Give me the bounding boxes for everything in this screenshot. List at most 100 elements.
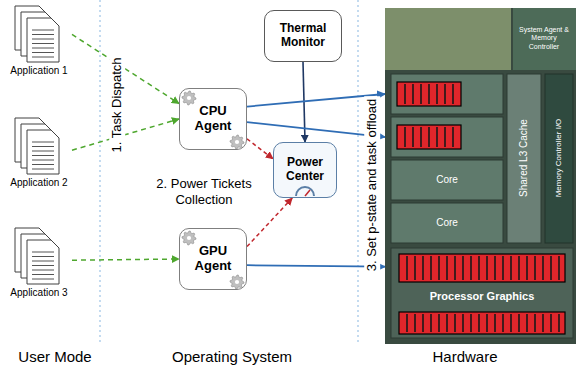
unit-divider <box>502 314 504 332</box>
node-text: GPU Agent <box>185 244 241 274</box>
step-label: 2. Power Tickets Collection <box>140 176 268 207</box>
document-line <box>32 270 54 271</box>
unit-divider <box>526 314 528 332</box>
unit-divider <box>518 256 520 280</box>
document-line <box>32 279 54 280</box>
gear-icon <box>182 231 196 245</box>
column-label: Hardware <box>430 348 499 366</box>
document-line <box>32 151 54 152</box>
document-line <box>32 155 54 156</box>
unit-divider <box>558 256 560 280</box>
node-title: Thermal Monitor <box>270 22 336 50</box>
document-line <box>32 57 54 58</box>
unit-divider <box>430 314 432 332</box>
unit-divider <box>526 256 528 280</box>
unit-divider <box>470 314 472 332</box>
application-label: Application 3 <box>6 287 72 299</box>
unit-divider <box>486 314 488 332</box>
unit-divider <box>494 314 496 332</box>
unit-divider <box>422 256 424 280</box>
unit-divider <box>550 256 552 280</box>
unit-divider <box>414 256 416 280</box>
die-region <box>391 160 503 200</box>
active-unit <box>399 312 565 334</box>
unit-divider <box>428 84 430 104</box>
document-line <box>32 48 54 49</box>
unit-divider <box>518 314 520 332</box>
unit-divider <box>550 314 552 332</box>
die-region <box>507 74 541 243</box>
document-line <box>32 142 54 143</box>
unit-divider <box>406 314 408 332</box>
unit-divider <box>422 314 424 332</box>
die-region-label: Memory Controller I/O <box>554 119 564 198</box>
connector <box>72 34 179 103</box>
die-region <box>391 74 503 114</box>
die-region <box>391 117 503 157</box>
step-label: 3. Set p-state and task offload <box>364 97 380 274</box>
active-unit <box>399 254 565 282</box>
gear-hub <box>235 140 239 144</box>
step-label: 1. Task Dispatch <box>109 55 125 154</box>
unit-divider <box>534 256 536 280</box>
column-separator <box>99 0 100 342</box>
document-line <box>32 256 54 257</box>
node-text: Thermal Monitor <box>270 22 336 50</box>
unit-divider <box>478 256 480 280</box>
connector <box>72 119 179 150</box>
unit-divider <box>470 256 472 280</box>
unit-divider <box>412 127 414 147</box>
gear-icon <box>230 135 244 149</box>
node-text: CPU Agent <box>185 104 241 134</box>
node-title: CPU Agent <box>185 104 241 134</box>
unit-divider <box>404 127 406 147</box>
agent-box: CPU Agent <box>179 88 247 150</box>
gear-hub <box>187 96 191 100</box>
column-label: Operating System <box>170 348 294 366</box>
unit-divider <box>462 314 464 332</box>
monitor-box: Thermal Monitor <box>264 10 342 62</box>
unit-divider <box>436 84 438 104</box>
die-region-label: Core <box>436 174 458 186</box>
column-label: User Mode <box>16 348 93 366</box>
unit-divider <box>452 84 454 104</box>
unit-divider <box>420 127 422 147</box>
active-unit <box>397 82 461 106</box>
document-line <box>32 39 54 40</box>
gear-hub <box>187 236 191 240</box>
application-icon: Application 1 <box>6 4 72 80</box>
document-line <box>32 146 54 147</box>
die-region <box>391 248 573 338</box>
document-page <box>27 240 59 284</box>
document-line <box>32 160 54 161</box>
column-separator <box>357 0 358 342</box>
unit-divider <box>534 314 536 332</box>
unit-divider <box>454 314 456 332</box>
gear-hub <box>235 280 239 284</box>
unit-divider <box>510 256 512 280</box>
unit-divider <box>494 256 496 280</box>
unit-divider <box>444 127 446 147</box>
unit-divider <box>446 314 448 332</box>
unit-divider <box>558 314 560 332</box>
unit-divider <box>478 314 480 332</box>
connector <box>72 259 179 260</box>
document-line <box>32 265 54 266</box>
unit-divider <box>486 256 488 280</box>
die-region <box>545 74 573 243</box>
unit-divider <box>452 127 454 147</box>
document-line <box>32 261 54 262</box>
unit-divider <box>412 84 414 104</box>
document-line <box>32 274 54 275</box>
die-region <box>391 203 503 243</box>
unit-divider <box>428 127 430 147</box>
unit-divider <box>430 256 432 280</box>
unit-divider <box>414 314 416 332</box>
connector <box>247 139 273 159</box>
die-region-label: System Agent & Memory Controller <box>516 26 572 51</box>
document-page <box>27 130 59 174</box>
document-line <box>32 30 54 31</box>
gauge-needle <box>305 190 310 196</box>
unit-divider <box>406 256 408 280</box>
processor-die: System Agent & Memory ControllerShared L… <box>385 8 576 344</box>
